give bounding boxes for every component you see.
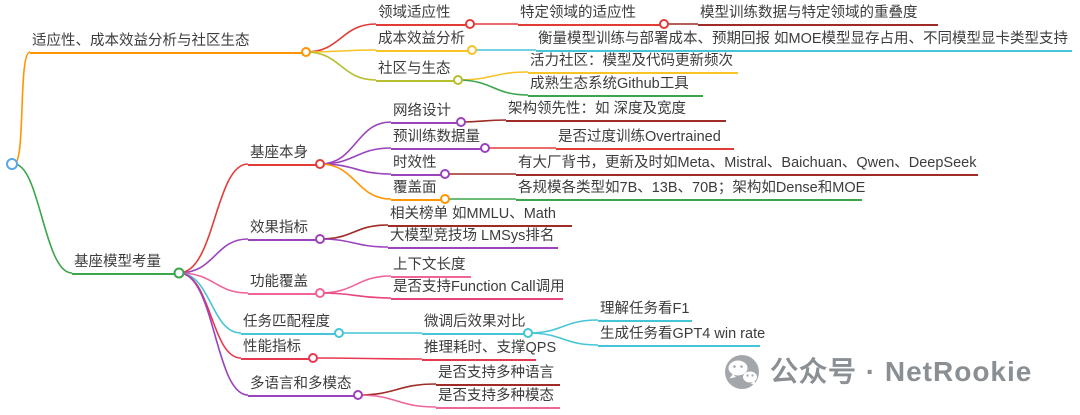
node-coverage: 覆盖面	[391, 179, 441, 201]
edge-understanding-f1	[527, 319, 599, 334]
connector-performance-metrics	[308, 353, 318, 363]
edge-effect-metrics	[178, 238, 249, 274]
edge-inference-cost	[312, 357, 423, 360]
edge-multilingual-multimodal	[178, 272, 249, 396]
edge-generation-winrate	[527, 332, 599, 346]
node-base-itself: 基座本身	[248, 144, 316, 166]
node-network-design: 网络设计	[391, 102, 457, 124]
node-finetune-compare: 微调后效果对比	[422, 313, 526, 335]
node-lmsys-arena: 大模型竞技场 LMSys排名	[388, 227, 558, 249]
connector-domain-specific	[659, 19, 669, 29]
connector-timeliness	[440, 169, 450, 179]
connector-cost-benefit	[467, 45, 477, 55]
node-overtrained: 是否过度训练Overtrained	[556, 128, 734, 150]
node-architecture-lead: 架构领先性：如 深度及宽度	[506, 100, 726, 122]
connector-network-design	[456, 117, 466, 127]
edge-coverage	[319, 163, 392, 200]
node-cost-benefit-detail: 衡量模型训练与部署成本、预期回报 如MOE模型显存占用、不同模型显卡类型支持	[536, 30, 1072, 52]
node-domain-adaptability: 领域适应性	[376, 4, 466, 26]
connector-task-match	[334, 328, 344, 338]
node-active-community: 活力社区：模型及代码更新频次	[528, 52, 738, 74]
node-pretrain-data-volume: 预训练数据量	[391, 128, 481, 150]
edge-function-coverage	[178, 272, 249, 294]
node-mature-ecosystem: 成熟生态系统Github工具	[528, 75, 703, 97]
connector-effect-metrics	[315, 234, 325, 244]
connector-domain-adaptability	[465, 19, 475, 29]
edge-community-ecosystem	[305, 51, 377, 81]
edge-multi-language	[357, 383, 437, 396]
edge-task-match	[178, 272, 242, 334]
node-benchmarks: 相关榜单 如MMLU、Math	[388, 205, 572, 227]
connector-coverage	[440, 194, 450, 204]
node-generation-winrate: 生成任务看GPT4 win rate	[598, 325, 765, 347]
node-function-coverage: 功能覆盖	[248, 273, 316, 295]
node-timeliness: 时效性	[391, 154, 441, 176]
connector-base-model	[173, 267, 185, 279]
edge-function-call	[319, 292, 392, 299]
edge-multi-modality	[357, 394, 437, 408]
edge-architecture-lead	[460, 119, 507, 123]
node-multi-modality: 是否支持多种模态	[436, 387, 560, 409]
connector-multilingual-multimodal	[353, 390, 363, 400]
node-domain-specific-adaptability: 特定领域的适应性	[518, 4, 660, 26]
node-cost-benefit-analysis: 成本效益分析	[376, 30, 469, 52]
node-understanding-f1: 理解任务看F1	[598, 300, 692, 322]
node-base-model-branch: 基座模型考量	[72, 253, 175, 275]
node-context-length: 上下文长度	[391, 256, 471, 278]
edge-active-community	[457, 71, 529, 81]
wechat-icon	[725, 355, 759, 389]
connector-pretrain-data-volume	[480, 143, 490, 153]
node-multi-language: 是否支持多种语言	[436, 364, 560, 386]
connector-community-ecosystem	[453, 75, 463, 85]
edge-network-design	[319, 121, 392, 165]
edge-root-adaptability	[13, 51, 31, 165]
node-adaptability-branch: 适应性、成本效益分析与社区生态	[30, 32, 302, 54]
connector-finetune-compare	[523, 328, 533, 338]
edge-lmsys-arena	[319, 238, 389, 248]
node-performance-metrics: 性能指标	[241, 338, 309, 360]
node-training-data-overlap: 模型训练数据与特定领域的重叠度	[698, 4, 938, 26]
edge-domain-adaptability	[305, 23, 377, 53]
watermark-text: 公众号 · NetRookie	[770, 356, 1033, 387]
connector-function-coverage	[315, 288, 325, 298]
node-effect-metrics: 效果指标	[248, 219, 316, 241]
edge-mature-ecosystem	[457, 79, 529, 96]
node-multilingual-multimodal: 多语言和多模态	[248, 375, 354, 397]
edge-performance-metrics	[178, 272, 242, 359]
edge-pretrain-data-volume	[319, 147, 392, 165]
node-vendor-backing: 有大厂背书，更新及时如Meta、Mistral、Baichuan、Qwen、De…	[516, 154, 978, 176]
node-community-ecosystem: 社区与生态	[376, 60, 454, 82]
edge-base-itself	[178, 163, 249, 274]
edge-root-base-model	[13, 163, 73, 274]
node-task-match: 任务匹配程度	[241, 313, 335, 335]
connector-root	[6, 158, 18, 170]
connector-base-itself	[315, 159, 325, 169]
node-model-sizes: 各规模各类型如7B、13B、70B；架构如Dense和MOE	[516, 179, 865, 201]
edge-context-length	[319, 275, 392, 294]
node-inference-cost: 推理耗时、支撑QPS	[422, 339, 556, 361]
edge-benchmarks	[319, 224, 389, 240]
node-function-call: 是否支持Function Call调用	[391, 278, 565, 300]
connector-adaptability	[301, 47, 311, 57]
